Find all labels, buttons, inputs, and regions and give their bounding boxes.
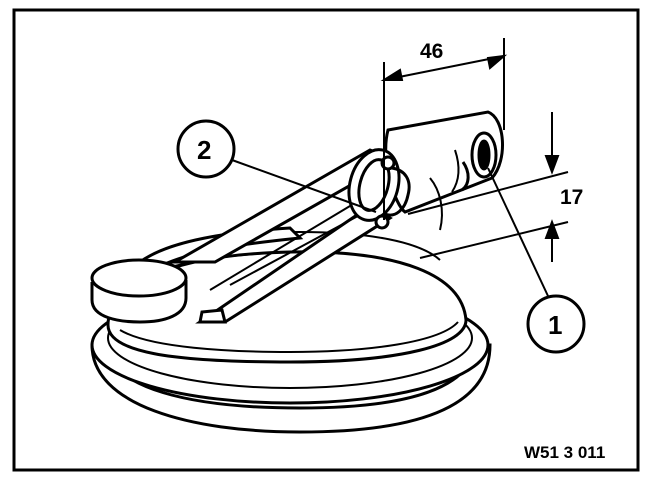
lever-knob (90, 258, 188, 324)
guide-cylinder (384, 110, 504, 231)
figure-reference-code: W51 3 011 (524, 443, 605, 462)
suction-cup-base (90, 230, 492, 434)
callout-2-label: 2 (197, 135, 211, 165)
dimension-offset (407, 112, 569, 262)
callout-1-label: 1 (548, 310, 562, 340)
callout-2-marker (176, 119, 377, 213)
dimension-offset-value: 17 (560, 186, 583, 209)
dimension-length (380, 38, 508, 220)
dimension-length-value: 46 (420, 40, 443, 63)
retaining-ring (347, 148, 411, 230)
callout-1-marker (487, 167, 586, 354)
